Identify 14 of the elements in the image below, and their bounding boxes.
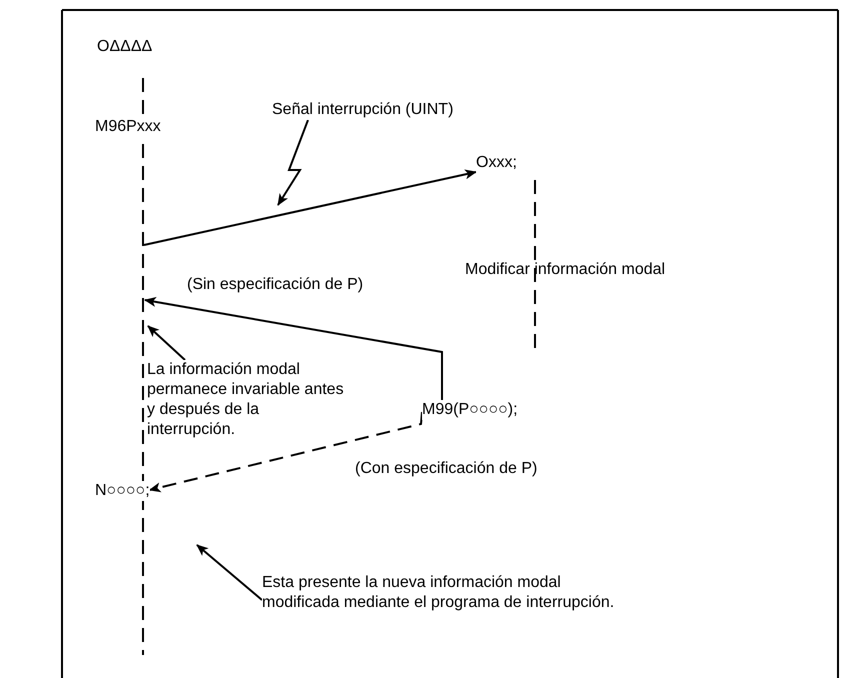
arrow (144, 296, 443, 400)
block-label: M99(P○○○○); (422, 400, 518, 420)
arrow (144, 169, 477, 246)
arrow (148, 412, 423, 492)
block-label: M96Pxxx (95, 117, 161, 137)
lightning-arrow (277, 120, 309, 206)
edge-label: (Sin especificación de P) (187, 275, 364, 295)
leader-line (196, 544, 263, 601)
annotation-text: Modificar información modal (465, 260, 666, 280)
program-label: Oxxx; (476, 153, 517, 173)
leader-line (147, 325, 186, 361)
block-label: N○○○○; (95, 481, 150, 501)
edge-label: (Con especificación de P) (355, 459, 538, 479)
signal-label: Señal interrupción (UINT) (272, 100, 454, 120)
